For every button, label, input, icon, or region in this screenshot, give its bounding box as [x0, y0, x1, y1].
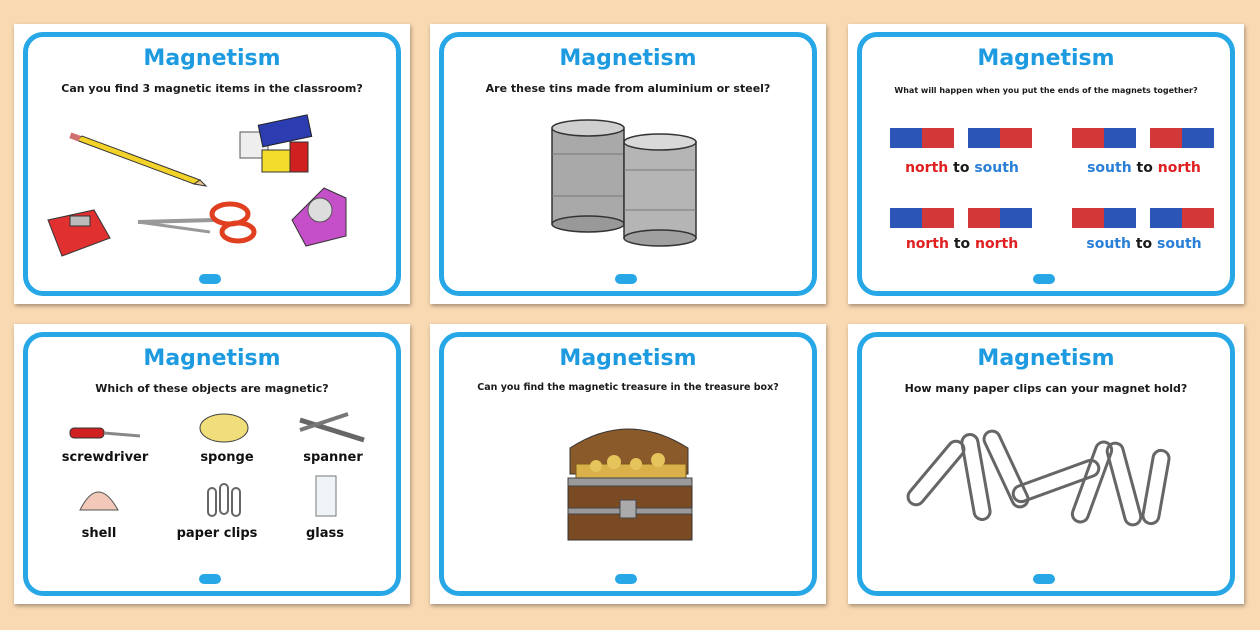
card-title: Magnetism: [977, 46, 1115, 71]
object-label: glass: [305, 526, 344, 541]
card-frame: [857, 32, 1235, 296]
pole-pair-label: north to south: [905, 160, 1019, 176]
screwdriver-icon: [69, 427, 141, 439]
object-label: shell: [81, 526, 117, 541]
card-question: Are these tins made from aluminium or st…: [485, 82, 771, 95]
object-label: spanner: [303, 450, 363, 465]
card-title: Magnetism: [977, 346, 1115, 371]
card-question: How many paper clips can your magnet hol…: [904, 382, 1188, 395]
card-frame: [857, 332, 1235, 596]
tins-illustration: [551, 119, 697, 247]
card-question: Which of these objects are magnetic?: [95, 382, 329, 395]
pole-pair-label: south to south: [1086, 236, 1202, 252]
card-title: Magnetism: [559, 346, 697, 371]
brand-logo: [1033, 274, 1059, 284]
treasure-chest-icon: [567, 428, 693, 541]
bar-magnets-illustration: [890, 128, 1214, 228]
card-frame: [439, 332, 817, 596]
poster-card-tins: Magnetism Are these tins made from alumi…: [430, 24, 826, 304]
card-title: Magnetism: [559, 46, 697, 71]
object-label: paper clips: [176, 526, 258, 541]
classroom-items-illustration: [47, 114, 347, 257]
card-question: What will happen when you put the ends o…: [894, 86, 1198, 95]
tin-can-icon: [623, 133, 697, 247]
paper-clips-illustration: [906, 429, 1171, 527]
card-question: Can you find the magnetic treasure in th…: [477, 382, 779, 393]
poster-card-classroom-items: Magnetism Can you find 3 magnetic items …: [14, 24, 410, 304]
card-title: Magnetism: [143, 46, 281, 71]
object-label: sponge: [200, 450, 254, 465]
poster-card-treasure: Magnetism Can you find the magnetic trea…: [430, 324, 826, 604]
brand-logo: [615, 574, 641, 584]
pencil-icon: [69, 132, 208, 187]
brand-logo: [1033, 574, 1059, 584]
sponge-icon: [199, 413, 249, 443]
bar-magnet-icon: [1072, 128, 1136, 148]
bar-magnet-icon: [968, 208, 1032, 228]
bar-magnet-icon: [890, 208, 954, 228]
card-frame: [23, 332, 401, 596]
brand-logo: [199, 574, 225, 584]
card-frame: [23, 32, 401, 296]
poster-card-magnetic-objects: Magnetism Which of these objects are mag…: [14, 324, 410, 604]
paper-clip-icon: [906, 429, 1171, 527]
brand-logo: [615, 274, 641, 284]
bar-magnet-icon: [968, 128, 1032, 148]
card-title: Magnetism: [143, 346, 281, 371]
objects-illustration: [69, 412, 365, 517]
spanner-icon: [299, 412, 365, 443]
bar-magnet-icon: [890, 128, 954, 148]
shell-icon: [79, 491, 119, 511]
card-frame: [439, 32, 817, 296]
sharpener-icon: [47, 209, 111, 257]
pole-pair-label: north to north: [905, 236, 1019, 252]
card-question: Can you find 3 magnetic items in the cla…: [61, 82, 363, 95]
building-blocks-icon: [239, 114, 313, 173]
treasure-chest-illustration: [567, 428, 693, 541]
pole-pair-label: south to north: [1087, 160, 1201, 176]
poster-card-paper-clips: Magnetism How many paper clips can your …: [848, 324, 1244, 604]
glass-icon: [315, 475, 337, 517]
bar-magnet-icon: [1150, 208, 1214, 228]
object-label: screwdriver: [61, 450, 149, 465]
paper-clips-icon: [207, 483, 241, 517]
brand-logo: [199, 274, 225, 284]
scissors-icon: [137, 201, 257, 244]
poster-card-magnet-poles: Magnetism What will happen when you put …: [848, 24, 1244, 304]
tin-can-icon: [551, 119, 625, 233]
tape-dispenser-icon: [291, 187, 347, 247]
bar-magnet-icon: [1150, 128, 1214, 148]
bar-magnet-icon: [1072, 208, 1136, 228]
